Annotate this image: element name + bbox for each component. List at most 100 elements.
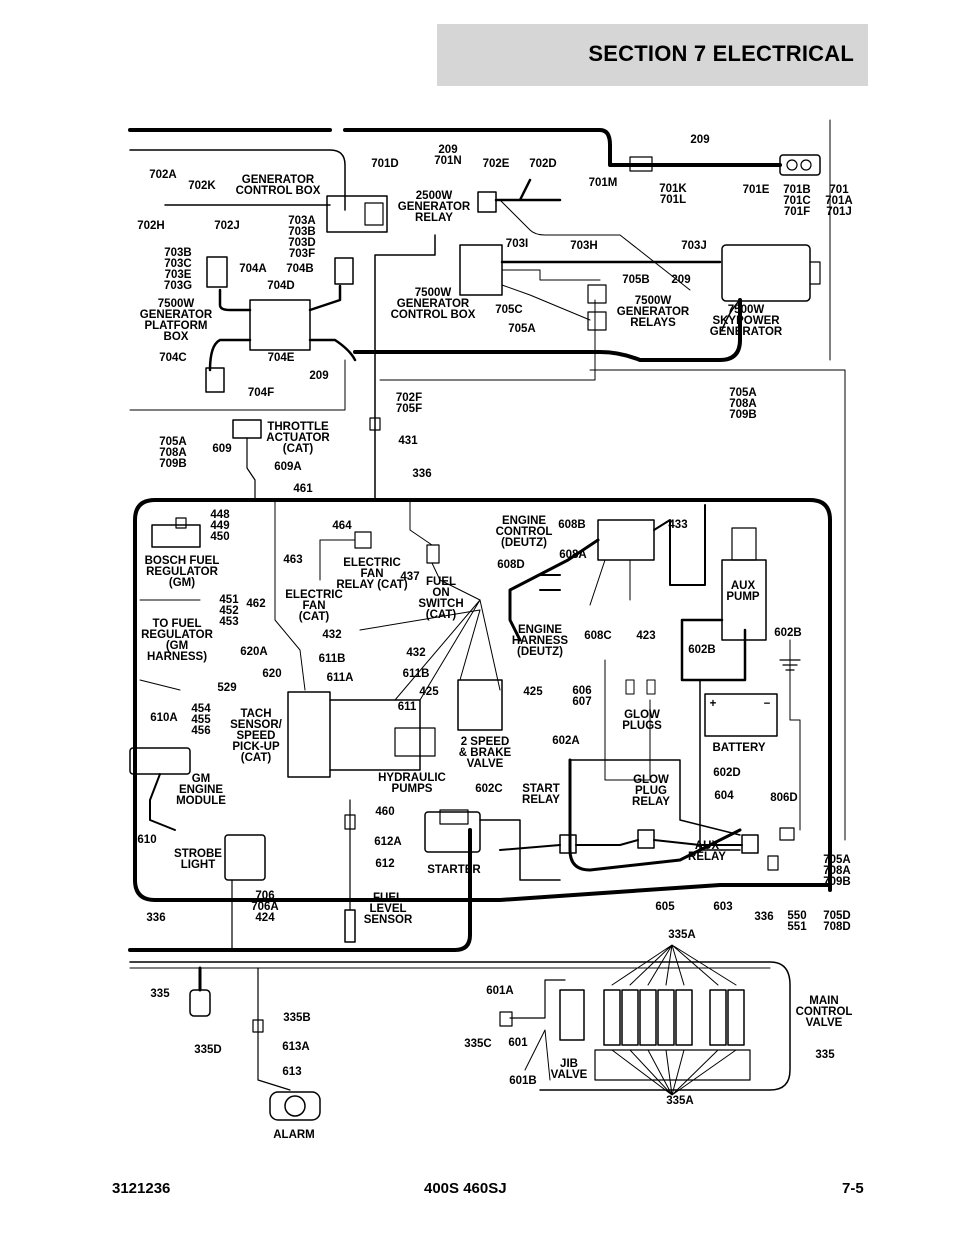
label-line: PUMP (726, 591, 760, 603)
label-line: ACTUATOR (266, 432, 330, 444)
label-line: REGULATOR (146, 566, 218, 578)
label-line: − (764, 698, 771, 710)
label-602d: 602D (713, 767, 741, 779)
label-605: 605 (655, 901, 675, 913)
label-line: 705C (495, 304, 523, 316)
label-705c: 705C (495, 304, 523, 316)
label-line: MODULE (176, 795, 226, 807)
label-704b: 704B (286, 263, 314, 275)
label-line: VALVE (467, 758, 504, 770)
label-line: BATTERY (712, 742, 765, 754)
label-line: 602C (475, 783, 503, 795)
label-line: 613 (282, 1066, 301, 1078)
label-line: 701N (434, 155, 462, 167)
label-line: 703E (165, 269, 192, 281)
page-number: 7-5 (842, 1180, 864, 1197)
label-line: 452 (219, 605, 238, 617)
label-line: 703F (289, 248, 315, 260)
label-line: 612A (374, 836, 402, 848)
label-line: 455 (191, 714, 211, 726)
label-line: SWITCH (418, 598, 463, 610)
label-line: ENGINE (179, 784, 223, 796)
label-line: 462 (246, 598, 265, 610)
label-line: 605 (655, 901, 675, 913)
label-line: GENERATOR (242, 174, 315, 186)
label-line: 611A (327, 672, 354, 684)
label-line: 609A (274, 461, 302, 473)
label-line: (CAT) (241, 752, 272, 764)
label-425b: 425 (523, 686, 543, 698)
label-line: 704E (268, 352, 295, 364)
label-line: PUMPS (392, 783, 433, 795)
label-line: GLOW (633, 774, 669, 786)
label-line: AUX (695, 840, 720, 852)
label-line: 550 (787, 910, 806, 922)
label-line: 703H (570, 240, 598, 252)
label-line: START (522, 783, 559, 795)
label-line: 706A (251, 901, 279, 913)
label-line: (DEUTZ) (501, 537, 547, 549)
label-line: 7500W (728, 304, 765, 316)
label-line: 701 (829, 184, 849, 196)
label-612a: 612A (374, 836, 402, 848)
label-line: CONTROL (496, 526, 553, 538)
label-line: PLUG (635, 785, 667, 797)
label-line: STROBE (174, 848, 222, 860)
label-529: 529 (217, 682, 236, 694)
label-line: 425 (419, 686, 439, 698)
label-line: 702F (396, 392, 422, 404)
label-line: 601B (509, 1075, 537, 1087)
label-line: FUEL (373, 892, 403, 904)
label-line: ENGINE (518, 624, 562, 636)
label-line: 703I (506, 238, 528, 250)
label-602a: 602A (552, 735, 580, 747)
section-header: SECTION 7 ELECTRICAL (437, 24, 868, 86)
label-line: 453 (219, 616, 238, 628)
label-437: 437 (400, 571, 419, 583)
label-line: GENERATOR (140, 309, 213, 321)
label-line: 448 (210, 509, 230, 521)
label-line: 613A (282, 1041, 310, 1053)
label-702a: 702A (149, 169, 177, 181)
label-line: 611B (319, 653, 346, 665)
label-335a-top: 335A (668, 929, 696, 941)
label-613a: 613A (282, 1041, 310, 1053)
label-line: 701J (826, 206, 852, 218)
label-336c: 336 (146, 912, 165, 924)
label-601a: 601A (486, 985, 514, 997)
label-line: STARTER (427, 864, 481, 876)
label-line: CONTROL BOX (391, 309, 476, 321)
label-line: 609 (212, 443, 231, 455)
label-line: 601A (486, 985, 514, 997)
label-line: 701B (783, 184, 811, 196)
label-209c: 209 (671, 274, 690, 286)
label-line: 705A (159, 436, 187, 448)
label-line: 705B (622, 274, 650, 286)
label-line: 437 (400, 571, 419, 583)
label-line: 451 (219, 594, 239, 606)
label-line: 460 (375, 806, 394, 818)
label-602c: 602C (475, 783, 503, 795)
label-line: 611 (398, 701, 417, 713)
label-line: 336 (754, 911, 773, 923)
label-703i: 703I (506, 238, 528, 250)
label-line: GENERATOR (398, 201, 471, 213)
label-line: 610A (150, 712, 178, 724)
label-line: 703A (288, 215, 316, 227)
label-line: CONTROL BOX (236, 185, 321, 197)
label-line: 608B (558, 519, 586, 531)
label-line: 701M (589, 177, 618, 189)
label-line: 335 (150, 988, 170, 1000)
label-line: SENSOR (364, 914, 413, 926)
label-line: 702J (214, 220, 240, 232)
